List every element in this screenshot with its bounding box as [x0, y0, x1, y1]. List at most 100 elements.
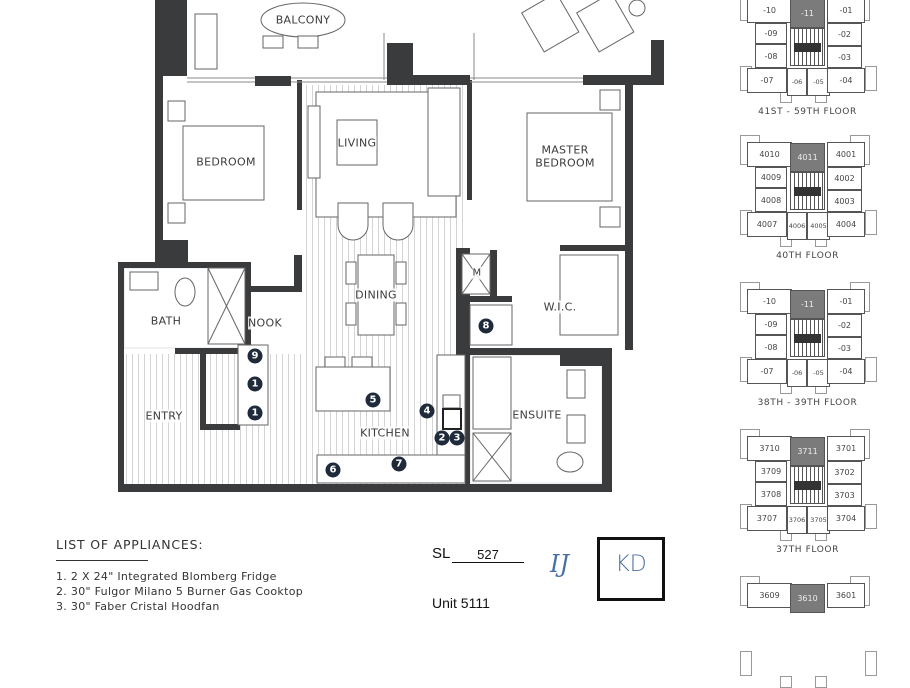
- building-core: [790, 466, 825, 504]
- room-label-dining: DINING: [355, 288, 397, 302]
- keyplate-unit: 4008: [755, 188, 787, 212]
- building-core: [790, 172, 825, 210]
- appliance-list-title: LIST OF APPLIANCES:: [56, 537, 204, 552]
- appliance-marker: 5: [365, 392, 381, 408]
- keyplate-unit: 3701: [827, 436, 865, 461]
- keyplate-unit: -04: [827, 68, 865, 93]
- keyplate-unit-highlighted: 3711: [790, 437, 825, 466]
- keyplate-unit: 3710: [747, 436, 792, 461]
- keyplate-unit: -06: [787, 359, 807, 387]
- keyplate: -10-11-01-09-08-07-06-05-02-03-04: [740, 282, 880, 394]
- keyplate-unit: 3601: [827, 583, 865, 608]
- keyplate-unit: 3708: [755, 482, 787, 506]
- keyplate-unit: 4009: [755, 167, 787, 188]
- appliance-marker: 6: [325, 462, 341, 478]
- keyplate-unit-highlighted: 3610: [790, 584, 825, 613]
- keyplate-unit: 3706: [787, 506, 807, 534]
- appliance-marker: 8: [478, 318, 494, 334]
- unit-label: Unit 5111: [432, 595, 490, 611]
- keyplate-unit: 4010: [747, 142, 792, 167]
- initials-signature: IJ: [550, 550, 570, 578]
- keyplate-unit: 3702: [827, 461, 862, 484]
- keyplate-unit: -08: [755, 44, 787, 68]
- keyplate-unit: -09: [755, 314, 787, 335]
- room-label-living: LIVING: [337, 136, 377, 150]
- appliance-item: 3. 30" Faber Cristal Hoodfan: [56, 600, 220, 613]
- balcony-outline: [815, 676, 827, 688]
- keyplate-unit: 3709: [755, 461, 787, 482]
- room-label-balcony: BALCONY: [275, 13, 331, 27]
- appliance-marker: 9: [247, 348, 263, 364]
- keyplate-unit: 4002: [827, 167, 862, 190]
- walls: [118, 0, 664, 492]
- appliance-marker: 7: [391, 456, 407, 472]
- balcony-outline: [780, 676, 792, 688]
- divider: [56, 560, 148, 561]
- keyplate-unit: -02: [827, 23, 862, 46]
- room-label-kitchen: KITCHEN: [360, 426, 410, 440]
- keyplate-unit: 3703: [827, 484, 862, 506]
- room-label-master-bedroom: BEDROOM: [535, 156, 595, 170]
- keyplate-unit-highlighted: 4011: [790, 143, 825, 172]
- keyplate-unit: -09: [755, 23, 787, 44]
- keyplate-unit: -07: [747, 359, 787, 384]
- sl-label: SL: [432, 545, 451, 562]
- initials-boxed: KD: [615, 552, 647, 577]
- keyplate-unit: 4003: [827, 190, 862, 212]
- keyplate-unit: -03: [827, 337, 862, 359]
- keyplate-floor-label: 37TH FLOOR: [776, 545, 839, 555]
- keyplate-unit: -01: [827, 0, 865, 23]
- appliance-marker: 2: [434, 430, 450, 446]
- appliance-marker: 3: [449, 430, 465, 446]
- room-label-nook: NOOK: [248, 316, 282, 330]
- keyplate-unit: -08: [755, 335, 787, 359]
- keyplate-floor-label: 38TH - 39TH FLOOR: [757, 398, 858, 408]
- balcony-outline: [865, 210, 877, 235]
- windows: [187, 33, 583, 83]
- keyplate-unit: -07: [747, 68, 787, 93]
- keyplate-unit-highlighted: -11: [790, 0, 825, 28]
- keyplate-unit-highlighted: -11: [790, 290, 825, 319]
- balcony-outline: [865, 504, 877, 529]
- keyplate-unit: -10: [747, 289, 792, 314]
- keyplate-unit: -06: [787, 68, 807, 96]
- room-label-m: M: [472, 266, 482, 280]
- keyplate-unit: 4007: [747, 212, 787, 237]
- balcony-outline: [865, 357, 877, 382]
- keyplate-unit: 3707: [747, 506, 787, 531]
- balcony-outline: [740, 651, 752, 676]
- appliance-item: 2. 30" Fulgor Milano 5 Burner Gas Cookto…: [56, 585, 304, 598]
- keyplate-unit: -10: [747, 0, 792, 23]
- room-label-ensuite: ENSUITE: [512, 408, 562, 422]
- room-label-master: MASTER: [541, 143, 589, 157]
- keyplate-unit: 4001: [827, 142, 865, 167]
- appliance-marker: 4: [419, 403, 435, 419]
- building-core: [790, 28, 825, 66]
- room-label-wic: W.I.C.: [543, 300, 577, 314]
- keyplate-floor-label: 40TH FLOOR: [776, 251, 839, 261]
- keyplate-unit: 4006: [787, 212, 807, 240]
- keyplate-unit: 3704: [827, 506, 865, 531]
- initials-box: KD: [597, 537, 665, 601]
- appliance-item: 1. 2 X 24" Integrated Blomberg Fridge: [56, 570, 277, 583]
- balcony-outline: [865, 651, 877, 676]
- keyplate-floor-label: 41ST - 59TH FLOOR: [758, 107, 857, 117]
- appliance-marker: 1: [247, 376, 263, 392]
- keyplate-unit: 4004: [827, 212, 865, 237]
- keyplate-unit: -04: [827, 359, 865, 384]
- keyplate-unit: -01: [827, 289, 865, 314]
- room-label-bath: BATH: [150, 314, 182, 328]
- keyplate-unit: -02: [827, 314, 862, 337]
- balcony-outline: [865, 66, 877, 91]
- keyplate-unit: 3609: [747, 583, 792, 608]
- appliance-marker: 1: [247, 405, 263, 421]
- room-label-entry: ENTRY: [145, 409, 183, 423]
- keyplate: -10-11-01-09-08-07-06-05-02-03-04: [740, 0, 880, 103]
- keyplate-unit: -03: [827, 46, 862, 68]
- sl-value: 527: [452, 547, 524, 563]
- room-label-bedroom: BEDROOM: [196, 155, 256, 169]
- building-core: [790, 319, 825, 357]
